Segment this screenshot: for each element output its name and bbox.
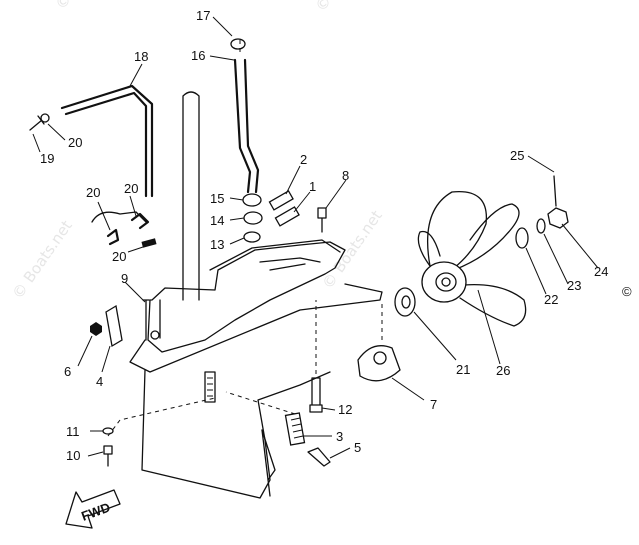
callout-25: 25	[510, 148, 524, 163]
callout-14: 14	[210, 213, 224, 228]
callout-26: 26	[496, 363, 510, 378]
part-4-anode	[105, 304, 123, 348]
callout-5: 5	[354, 440, 361, 455]
callout-23: 23	[567, 278, 581, 293]
part-13-seal	[243, 231, 261, 243]
callout-10: 10	[66, 448, 80, 463]
callout-20-left: 20	[86, 185, 100, 200]
callout-13: 13	[210, 237, 224, 252]
leader-lines	[32, 16, 599, 459]
callout-17: 17	[196, 8, 210, 23]
callout-8: 8	[342, 168, 349, 183]
part-20-clamp-right	[130, 212, 150, 230]
callout-4: 4	[96, 374, 103, 389]
callout-11: 11	[66, 424, 80, 439]
callout-20-right: 20	[124, 181, 138, 196]
fwd-arrow: FWD	[65, 489, 121, 529]
part-15-seal	[242, 193, 262, 207]
callout-1: 1	[309, 179, 316, 194]
callout-7: 7	[430, 397, 437, 412]
part-1-rubber	[274, 206, 300, 227]
part-7-trim-tab	[357, 345, 401, 382]
callout-20-lower: 20	[112, 249, 126, 264]
lower-unit-housing	[60, 58, 383, 499]
part-20-clamp-lower	[141, 238, 157, 248]
callout-15: 15	[210, 191, 224, 206]
part-17-grommet	[230, 38, 246, 50]
part-12-bolt	[309, 377, 323, 413]
callout-2: 2	[300, 152, 307, 167]
callout-19: 19	[40, 151, 54, 166]
part-2-rubber	[268, 190, 294, 211]
small-parts	[29, 38, 569, 467]
callout-6: 6	[64, 364, 71, 379]
callout-21: 21	[456, 362, 470, 377]
corner-copyright-mark: ©	[622, 284, 632, 299]
watermark-group: © Boats.net © Boats.net © Boats.net © Bo…	[9, 0, 398, 302]
callout-18: 18	[134, 49, 148, 64]
watermark-top-right: © Boats.net	[312, 0, 397, 15]
part-14-seal	[243, 211, 263, 225]
callout-24: 24	[594, 264, 608, 279]
part-20-washer-top	[40, 113, 50, 123]
callout-20-top: 20	[68, 135, 82, 150]
part-20-clamp-left	[106, 228, 120, 246]
part-9-pin	[142, 299, 150, 341]
part-23-washer	[536, 218, 546, 234]
callout-9: 9	[121, 271, 128, 286]
watermark-top-left: © Boats.net	[52, 0, 137, 13]
part-25-cotter-pin	[553, 175, 557, 207]
propeller	[417, 190, 527, 327]
callout-16: 16	[191, 48, 205, 63]
part-5-screw	[307, 447, 331, 467]
watermark-center: © Boats.net	[319, 207, 386, 292]
part-24-nut	[547, 207, 569, 229]
fwd-label: FWD	[79, 500, 112, 524]
callout-3: 3	[336, 429, 343, 444]
callout-labels: 17 16 18 20 19 2 1 8 15 14 13 20 20 20 9…	[40, 8, 608, 463]
watermark-left: © Boats.net	[9, 217, 76, 302]
callout-22: 22	[544, 292, 558, 307]
part-10-bolt	[103, 445, 113, 467]
part-8-bolt	[317, 207, 327, 233]
part-22-spacer	[515, 227, 529, 249]
part-6-nut	[90, 322, 102, 336]
part-11-washer	[102, 427, 114, 435]
callout-12: 12	[338, 402, 352, 417]
part-3-anode	[284, 412, 306, 446]
